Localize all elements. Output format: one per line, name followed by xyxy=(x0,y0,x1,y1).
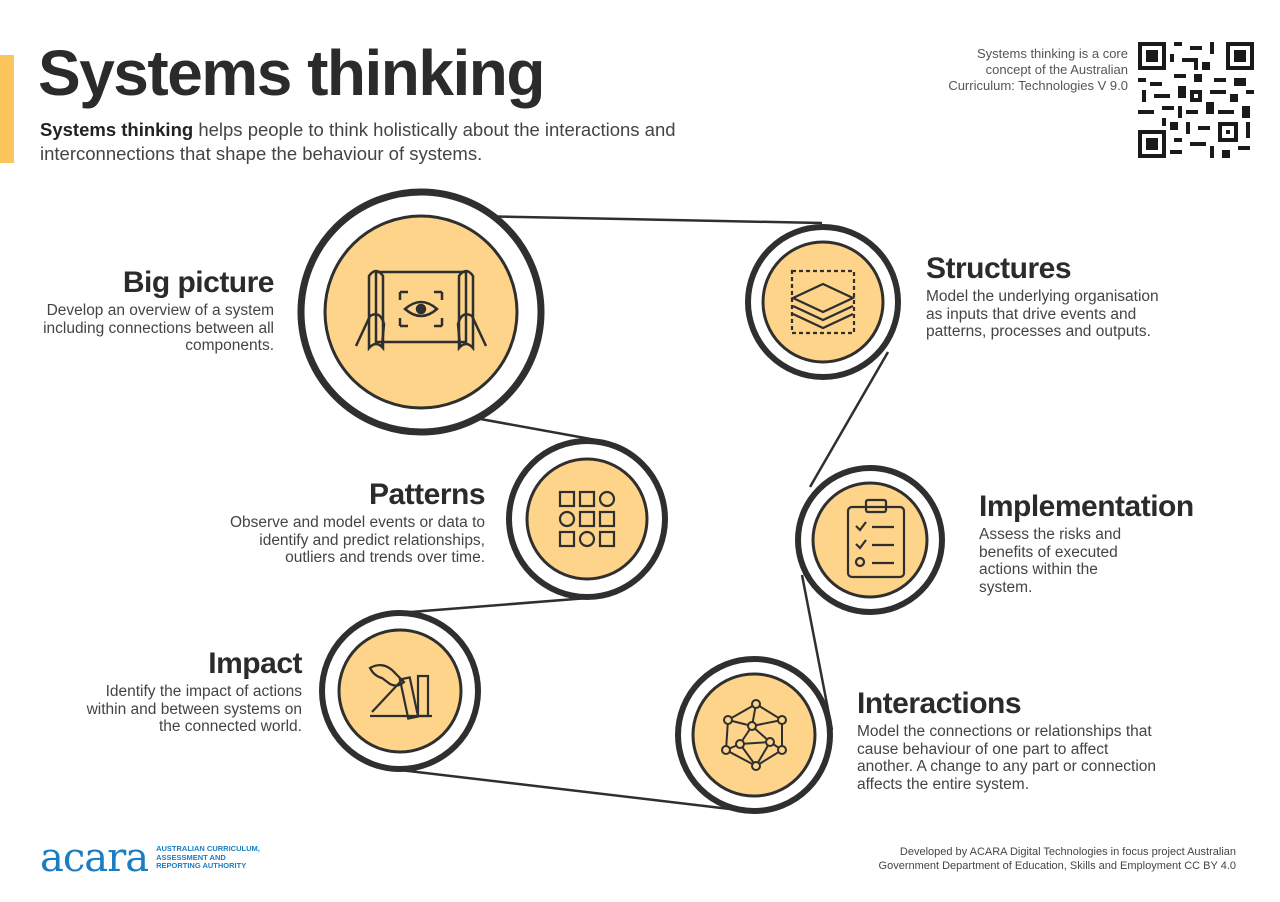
logo-subtitle: Australian Curriculum, Assessment and Re… xyxy=(156,844,260,871)
intro-rest: helps people to think holistically about… xyxy=(40,119,676,164)
node-interactions xyxy=(675,656,833,814)
intro-bold: Systems thinking xyxy=(40,119,194,140)
structures-title: Structures xyxy=(926,252,1072,285)
interactions-description: Model the connections or relationships t… xyxy=(857,723,1157,793)
layers-icon xyxy=(790,269,856,335)
implementation-title: Implementation xyxy=(979,490,1194,523)
big-picture-description: Develop an overview of a system includin… xyxy=(43,302,274,354)
big-picture-label: Big picture Develop an overview of a sys… xyxy=(40,266,274,355)
node-impact xyxy=(319,610,481,772)
acara-logo[interactable]: acara Australian Curriculum, Assessment … xyxy=(40,838,266,878)
accent-bar xyxy=(0,55,14,163)
impact-description: Identify the impact of actions within an… xyxy=(86,683,302,735)
interactions-title: Interactions xyxy=(857,687,1022,720)
clipboard-checklist-icon xyxy=(846,498,906,579)
node-patterns xyxy=(506,438,668,600)
connector-lines xyxy=(397,213,890,814)
blueprint-eye-icon xyxy=(354,269,488,352)
pattern-grid-icon xyxy=(558,490,616,548)
node-structures xyxy=(745,224,901,380)
impact-label: Impact Identify the impact of actions wi… xyxy=(62,647,303,736)
logo-wordmark: acara xyxy=(40,835,149,881)
intro-text: Systems thinking helps people to think h… xyxy=(40,118,680,166)
node-implementation xyxy=(795,465,945,615)
dominoes-hand-icon xyxy=(368,663,432,720)
interactions-label: Interactions Model the connections or re… xyxy=(857,687,1157,793)
footer-credit: Developed by ACARA Digital Technologies … xyxy=(878,846,1236,872)
big-picture-title: Big picture xyxy=(122,266,275,299)
node-big-picture xyxy=(297,188,545,436)
structures-description: Model the underlying organisation as inp… xyxy=(926,288,1159,340)
implementation-description: Assess the risks and benefits of execute… xyxy=(979,526,1122,596)
qr-code-icon[interactable] xyxy=(1138,42,1254,158)
qr-note: Systems thinking is a core concept of th… xyxy=(948,46,1128,93)
patterns-title: Patterns xyxy=(368,478,486,511)
patterns-description: Observe and model events or data to iden… xyxy=(229,514,485,566)
impact-title: Impact xyxy=(208,647,302,680)
network-icon xyxy=(721,699,787,771)
structures-label: Structures Model the underlying organisa… xyxy=(926,252,1176,341)
patterns-label: Patterns Observe and model events or dat… xyxy=(215,478,486,567)
implementation-label: Implementation Assess the risks and bene… xyxy=(979,490,1209,596)
page-title: Systems thinking xyxy=(38,37,545,109)
